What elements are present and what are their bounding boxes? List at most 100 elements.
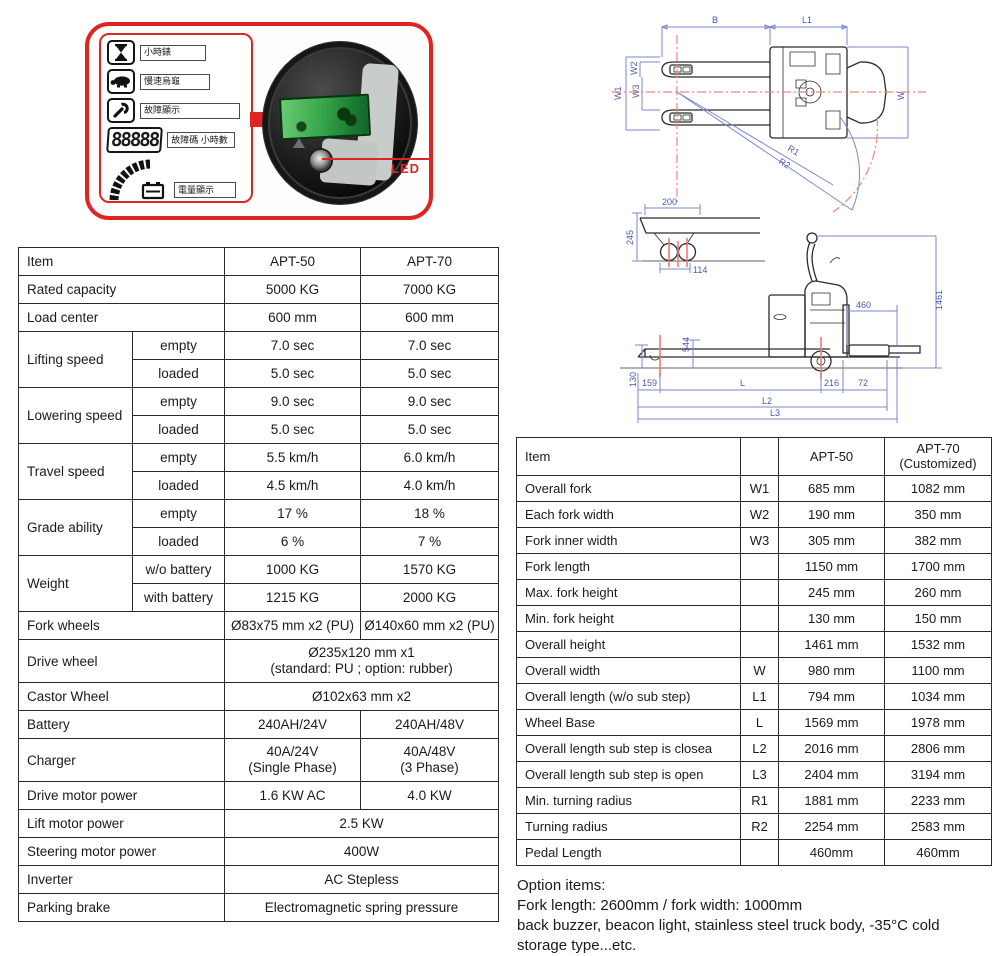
cell: 1082 mm [884, 475, 992, 502]
fork-wheel-detail: 200 245 114 [625, 197, 765, 275]
fault-code-label: 故障碼 小時數 [167, 132, 236, 148]
cell [740, 605, 779, 632]
option-items-line: back buzzer, beacon light, stainless ste… [517, 916, 940, 954]
cell: empty [131, 499, 226, 528]
cell: Max. fork height [516, 579, 741, 606]
cell: Load center [17, 303, 226, 332]
cell [740, 579, 779, 606]
cell: 1034 mm [884, 683, 992, 710]
dim-label-114: 114 [693, 265, 707, 275]
gauge-led-button [310, 150, 331, 171]
hourglass-icon [107, 40, 135, 65]
cell: Castor Wheel [17, 682, 226, 711]
cell: 2.5 KW [224, 809, 500, 838]
cell: Rated capacity [17, 275, 226, 304]
cell: 7.0 sec [224, 331, 362, 360]
cell: 1570 KG [360, 555, 500, 584]
cell: 1100 mm [884, 657, 992, 684]
cell: R1 [740, 787, 779, 814]
cell: R2 [740, 813, 779, 840]
cell: Ø235x120 mm x1 (standard: PU ; option: r… [224, 639, 500, 683]
option-items-title: Option items: [517, 877, 606, 894]
wrench-icon [107, 98, 135, 123]
cell: Weight [18, 555, 133, 612]
cell: 9.0 sec [224, 387, 362, 416]
legend-row-digits: 88888 故障碼 小時數 [106, 127, 247, 153]
cell [740, 839, 779, 866]
dim-label-72: 72 [858, 378, 868, 388]
cell: 4.0 KW [360, 781, 500, 810]
cell: 685 mm [778, 475, 885, 502]
cell: Pedal Length [516, 839, 741, 866]
cell: 1000 KG [224, 555, 362, 584]
dim-label-wheelbase: L [740, 378, 745, 388]
cell: 1532 mm [884, 631, 992, 658]
cell: W1 [740, 475, 779, 502]
legend-row-hour-meter: 小時錶 [107, 40, 247, 65]
cell: Fork inner width [516, 527, 741, 554]
cell: Lowering speed [18, 387, 133, 444]
cell: Min. fork height [516, 605, 741, 632]
cell: 2254 mm [778, 813, 885, 840]
cell: 245 mm [778, 579, 885, 606]
cell: 600 mm [360, 303, 500, 332]
cell: 150 mm [884, 605, 992, 632]
cell: Overall height [516, 631, 741, 658]
cell: 5.0 sec [224, 415, 362, 444]
warning-triangle-icon [293, 138, 305, 148]
cell: 17 % [224, 499, 362, 528]
cell: AC Stepless [224, 865, 500, 894]
cell: 6.0 km/h [360, 443, 500, 472]
cell: 305 mm [778, 527, 885, 554]
cell: Wheel Base [516, 709, 741, 736]
dim-label-544: 544 [681, 337, 691, 352]
cell: W [740, 657, 779, 684]
cell: 2016 mm [778, 735, 885, 762]
dim-label-1461: 1461 [934, 290, 944, 310]
cell: Lifting speed [18, 331, 133, 388]
cell: 7 % [360, 527, 500, 556]
cell: empty [131, 443, 226, 472]
cell: 350 mm [884, 501, 992, 528]
cell: 9.0 sec [360, 387, 500, 416]
dim-label-l3: L3 [770, 408, 780, 418]
cell: 4.5 km/h [224, 471, 362, 500]
cell: 6 % [224, 527, 362, 556]
cell: 7000 KG [360, 275, 500, 304]
cell: 1700 mm [884, 553, 992, 580]
dim-label-216: 216 [824, 378, 839, 388]
led-label: LED [391, 161, 420, 176]
cell: Min. turning radius [516, 787, 741, 814]
cell: Parking brake [17, 893, 226, 922]
dim-label-l2: L2 [762, 396, 772, 406]
cell: Charger [17, 738, 226, 782]
cell: Each fork width [516, 501, 741, 528]
top-view-drawing: B L1 W1 W2 W3 W [612, 15, 926, 213]
cell: Turning radius [516, 813, 741, 840]
cell: 5.5 km/h [224, 443, 362, 472]
led-callout-line [322, 158, 430, 160]
